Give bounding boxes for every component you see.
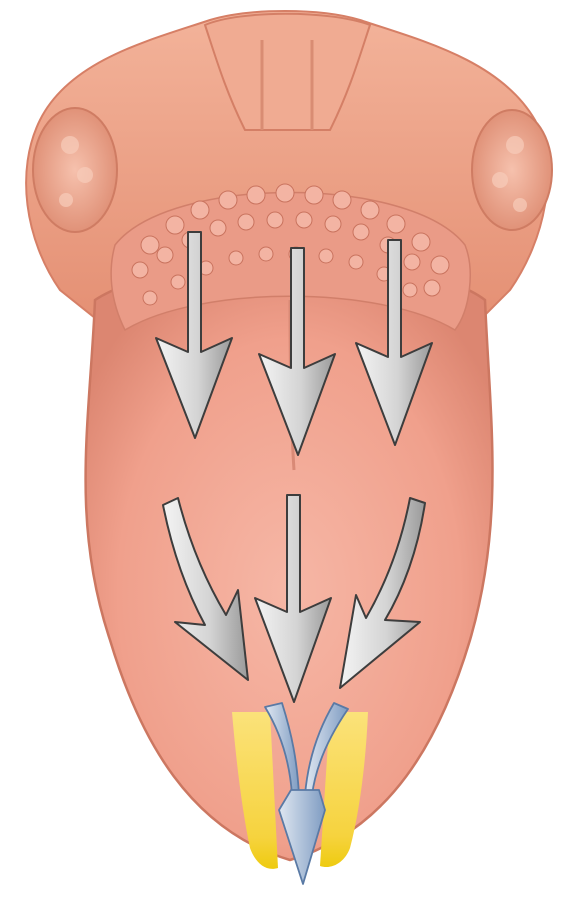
left-tonsil [33, 108, 117, 232]
right-tonsil [472, 110, 552, 230]
flow-arrows-top-row [156, 232, 432, 455]
